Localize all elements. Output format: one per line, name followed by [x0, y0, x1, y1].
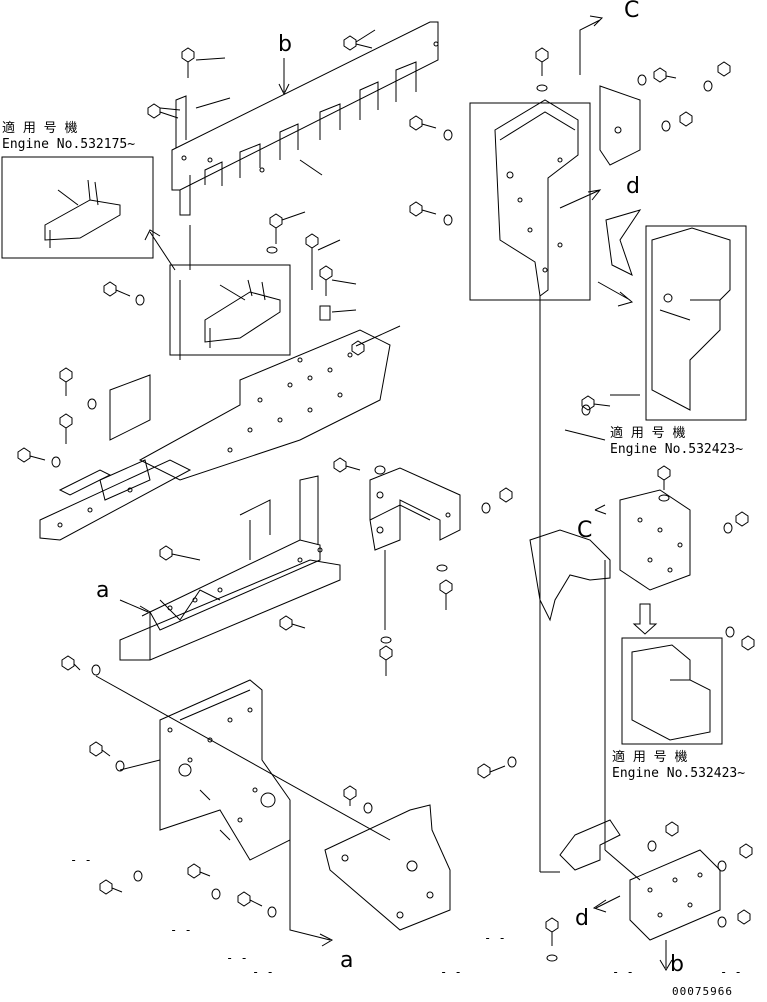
inset-bracket-532175 — [44, 179, 121, 248]
arrow-a-bottom — [289, 840, 334, 947]
blank-ref: - - — [252, 965, 274, 979]
ref-letter-b: b — [670, 952, 684, 977]
blank-ref: - - — [720, 965, 742, 979]
ref-letter-d: d — [575, 906, 589, 931]
blank-ref: - - — [484, 931, 506, 945]
applicability-note: 適 用 号 機 Engine No.532423~ — [612, 750, 745, 782]
lower-plate — [159, 679, 291, 861]
leader-line — [604, 849, 641, 881]
inset-frame-532423-a — [645, 225, 747, 421]
nut — [351, 340, 365, 356]
applicability-heading: 適 用 号 機 — [612, 750, 688, 765]
arrow-c-top — [579, 15, 604, 75]
applicability-heading: 適 用 号 機 — [610, 426, 686, 441]
down-arrow — [632, 603, 658, 635]
top-frame-part — [171, 21, 439, 216]
inset-frame-532175 — [1, 156, 154, 259]
leader-lines-right — [539, 296, 606, 873]
bolt — [581, 395, 611, 411]
center-bracket-assembly — [333, 457, 513, 676]
drawing-number: 00075966 — [672, 985, 733, 998]
detail-box-right — [469, 102, 591, 301]
bolt-group-left — [17, 281, 145, 468]
applicability-note: 適 用 号 機 Engine No.532423~ — [610, 426, 743, 458]
center-bracket — [204, 279, 281, 348]
detail-box-center — [169, 264, 291, 356]
applicability-heading: 適 用 号 機 — [2, 121, 78, 136]
bolt-group-top — [147, 35, 373, 321]
engine-number: Engine No.532423~ — [610, 442, 744, 457]
ref-letter-b: b — [278, 32, 292, 57]
bottom-center-bracket — [324, 785, 451, 931]
ref-letter-c: C — [577, 518, 593, 543]
engine-number: Engine No.532175~ — [2, 137, 136, 152]
mounting-plate — [138, 329, 391, 481]
bolt-group-lower-left — [61, 655, 277, 918]
bolt-group-frame — [159, 545, 306, 631]
lower-left-plate — [39, 374, 192, 541]
bolt-group-right-top — [409, 115, 602, 226]
leader-lines — [159, 29, 401, 360]
blank-ref: - - — [226, 951, 248, 965]
lower-right-parts — [477, 756, 753, 962]
blank-ref: - - — [170, 923, 192, 937]
far-right-bracket — [599, 61, 731, 276]
upper-right-bracket — [494, 47, 579, 297]
applicability-note: 適 用 号 機 Engine No.532175~ — [2, 121, 135, 153]
inset-bracket-532423-a — [651, 227, 731, 411]
leader-line — [219, 284, 246, 301]
leader-line — [57, 189, 79, 206]
leader-line — [119, 759, 161, 771]
blank-ref: - - — [70, 853, 92, 867]
washer — [581, 404, 591, 416]
inset-frame-532423-b — [621, 637, 723, 745]
ref-letter-c: C — [624, 0, 640, 23]
engine-number: Engine No.532423~ — [612, 766, 746, 781]
leader-line — [95, 675, 391, 841]
right-bracket-second — [619, 465, 755, 651]
main-frame — [119, 475, 341, 661]
center-right-bracket — [529, 529, 611, 622]
arrow-to-inset — [144, 229, 176, 271]
arrow-to-detail — [597, 281, 634, 307]
inset-bracket-532423-b — [631, 644, 711, 741]
ref-letter-a: a — [96, 578, 110, 603]
arrow-d-bottom — [592, 895, 621, 913]
arrow-b-top — [278, 58, 290, 96]
blank-ref: - - — [612, 965, 634, 979]
blank-ref: - - — [440, 965, 462, 979]
ref-letter-d: d — [626, 174, 640, 199]
ref-letter-a: a — [340, 948, 354, 973]
arrow-a-left — [119, 599, 152, 617]
arrow-c-mid — [594, 504, 607, 515]
arrow-b-bottom — [659, 940, 673, 971]
hole — [663, 293, 673, 303]
